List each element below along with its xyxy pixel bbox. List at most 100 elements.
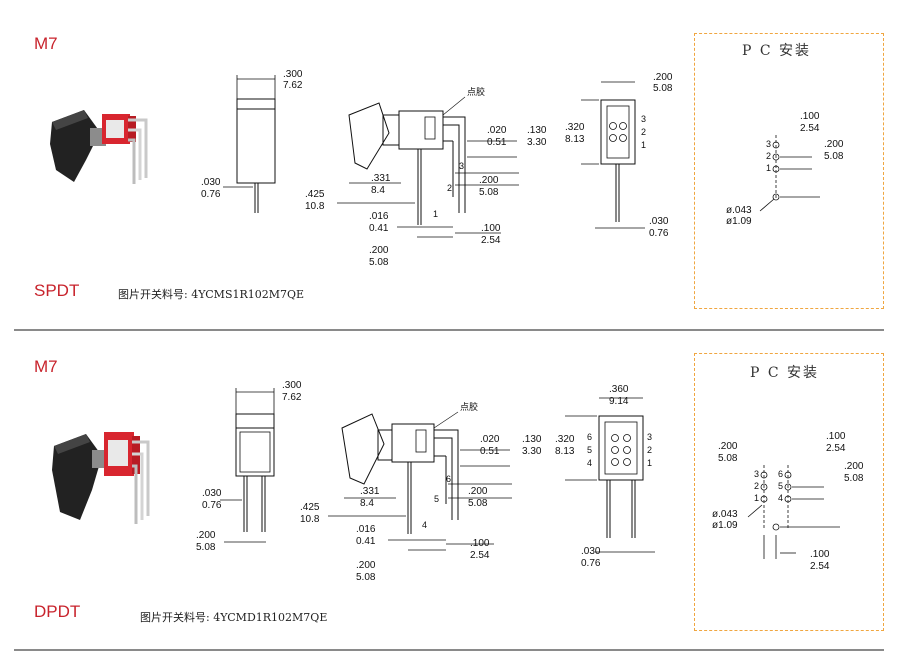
dim-text: .030 xyxy=(201,177,221,188)
switch-photo-dpdt xyxy=(52,432,150,524)
pin-number: 2 xyxy=(447,183,452,193)
dim-text: 5.08 xyxy=(653,83,673,94)
pin-number: 1 xyxy=(641,140,646,150)
pc-layout-dpdt: 3 2 1 6 5 4 .200 5.08 .100 2.54 .200 5.0… xyxy=(712,431,864,572)
pin-number: 5 xyxy=(778,481,783,491)
pole-type-label: SPDT xyxy=(34,281,80,300)
pin-number: 1 xyxy=(766,163,771,173)
dim-text: 5.08 xyxy=(356,572,376,583)
pin-number: 1 xyxy=(754,493,759,503)
dim-text: 2.54 xyxy=(481,235,501,246)
dim-text: 0.41 xyxy=(356,536,376,547)
dim-text: .030 xyxy=(649,216,669,227)
model-label: M7 xyxy=(34,357,58,376)
dim-text: .200 xyxy=(356,560,376,571)
pc-mount-title: P C 安装 xyxy=(742,43,812,59)
dim-text: .130 xyxy=(527,125,547,136)
dim-text: .300 xyxy=(283,69,303,80)
dim-text: 0.51 xyxy=(487,137,507,148)
model-label: M7 xyxy=(34,34,58,53)
dim-text: .200 xyxy=(369,245,389,256)
dim-text: 9.14 xyxy=(609,396,629,407)
pin-number: 5 xyxy=(587,445,592,455)
dim-text: .016 xyxy=(356,524,376,535)
dim-text: 8.13 xyxy=(565,134,585,145)
section-divider xyxy=(14,329,884,331)
dim-text: 2.54 xyxy=(470,550,490,561)
pin-number: 2 xyxy=(647,445,652,455)
dim-text: .100 xyxy=(470,538,490,549)
end-view-spdt: .200 5.08 .320 8.13 3 2 1 .030 0.76 xyxy=(565,72,673,239)
dim-text: .200 xyxy=(479,175,499,186)
dim-text: 5.08 xyxy=(479,187,499,198)
dim-text: 5.08 xyxy=(718,453,738,464)
dim-text: 3.30 xyxy=(522,446,542,457)
dim-text: 8.13 xyxy=(555,446,575,457)
dim-text: .360 xyxy=(609,384,629,395)
dim-text: 10.8 xyxy=(305,201,325,212)
dim-text: .320 xyxy=(565,122,585,133)
dim-text: ø.043 xyxy=(712,509,738,520)
pin-number: 3 xyxy=(766,139,771,149)
pin-number: 6 xyxy=(446,474,451,484)
dim-text: 0.76 xyxy=(581,558,601,569)
dim-text: 0.76 xyxy=(649,228,669,239)
dim-text: .300 xyxy=(282,380,302,391)
dim-text: 10.8 xyxy=(300,514,320,525)
dim-text: 0.41 xyxy=(369,223,389,234)
dim-text: .100 xyxy=(800,111,820,122)
pin-number: 3 xyxy=(459,161,464,171)
pin-number: 1 xyxy=(433,209,438,219)
dim-text: ø1.09 xyxy=(726,216,752,227)
dim-text: 5.08 xyxy=(196,542,216,553)
dim-text: .320 xyxy=(555,434,575,445)
switch-photo-spdt xyxy=(50,110,148,184)
part-number: 图片开关料号: 4YCMD1R102M7QE xyxy=(140,611,328,624)
dim-text: .200 xyxy=(653,72,673,83)
front-view-spdt: .300 7.62 .030 0.76 xyxy=(201,69,303,213)
dim-text: .331 xyxy=(371,173,391,184)
front-view-dpdt: .300 7.62 .030 0.76 .200 5.08 xyxy=(196,380,302,553)
dim-text: ø.043 xyxy=(726,205,752,216)
dim-text: 5.08 xyxy=(369,257,389,268)
end-view-dpdt: .360 9.14 .320 8.13 6 5 4 3 2 1 .030 0.7… xyxy=(555,384,655,569)
dim-text: 5.08 xyxy=(468,498,488,509)
dim-text: ø1.09 xyxy=(712,520,738,531)
pc-mount-panel xyxy=(694,33,884,309)
dim-text: 0.51 xyxy=(480,446,500,457)
side-view-spdt: 点胶 3 2 1 .331 8.4 .425 10.8 .016 0.41 .2… xyxy=(305,86,547,268)
dim-text: .200 xyxy=(824,139,844,150)
dim-text: .100 xyxy=(810,549,830,560)
pin-number: 2 xyxy=(754,481,759,491)
dim-text: .030 xyxy=(202,488,222,499)
glue-label: 点胶 xyxy=(467,86,485,98)
pc-mount-panel xyxy=(694,353,884,631)
dim-text: .425 xyxy=(300,502,320,513)
pin-number: 3 xyxy=(754,469,759,479)
dim-text: .016 xyxy=(369,211,389,222)
pin-number: 4 xyxy=(587,458,592,468)
side-view-dpdt: 点胶 6 5 4 .331 8.4 .425 10.8 .016 0.41 .2… xyxy=(300,401,542,583)
pin-number: 3 xyxy=(641,114,646,124)
dim-text: .200 xyxy=(196,530,216,541)
dim-text: 0.76 xyxy=(201,189,221,200)
dim-text: 8.4 xyxy=(360,498,374,509)
dim-text: .425 xyxy=(305,189,325,200)
part-number: 图片开关料号: 4YCMS1R102M7QE xyxy=(118,288,305,301)
pole-type-label: DPDT xyxy=(34,602,81,621)
dim-text: .020 xyxy=(480,434,500,445)
dim-text: .200 xyxy=(718,441,738,452)
dim-text: .130 xyxy=(522,434,542,445)
dim-text: 5.08 xyxy=(844,473,864,484)
pin-number: 2 xyxy=(766,151,771,161)
dim-text: .200 xyxy=(468,486,488,497)
pc-layout-spdt: 3 2 1 .100 2.54 .200 5.08 ø.043 ø1.09 xyxy=(726,111,844,227)
dim-text: 5.08 xyxy=(824,151,844,162)
dim-text: 0.76 xyxy=(202,500,222,511)
dim-text: 2.54 xyxy=(826,443,846,454)
pin-number: 6 xyxy=(587,432,592,442)
glue-label: 点胶 xyxy=(460,401,478,413)
dim-text: .200 xyxy=(844,461,864,472)
section-divider xyxy=(14,649,884,651)
dim-text: .100 xyxy=(826,431,846,442)
